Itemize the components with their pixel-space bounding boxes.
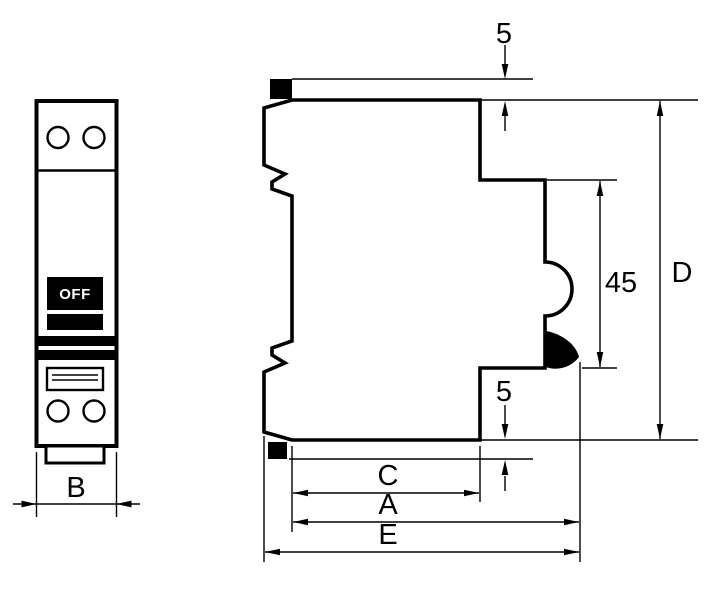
arrowhead [21,500,37,508]
dim-label-b: B [66,472,85,504]
terminal-screw-bottom-left [46,399,70,423]
front-stripe-upper [37,336,116,346]
terminal-clamp-bottom [268,442,287,459]
front-stripe-lower [37,350,116,360]
terminal-screw-top-right [82,125,106,150]
terminal-clamp-top [270,79,292,99]
dim-label-a: A [378,489,398,521]
arrowhead [464,489,479,497]
dim-label-top-5: 5 [496,18,512,50]
arrowhead [596,352,604,367]
dim-label-c: C [378,460,399,492]
din-clip-lever [546,331,579,369]
dimension-top-5: 5 [292,18,533,131]
side-profile-outline [262,98,574,442]
din-rail-tab [44,444,106,465]
toggle-base [47,314,103,330]
dimension-bottom-5: 5 [289,376,533,491]
dim-label-45: 45 [605,267,637,299]
arrowhead [116,500,132,508]
arrowhead [596,181,604,196]
dimension-b: B [13,452,140,517]
arrowhead [501,424,509,439]
dimension-a: A [293,362,581,562]
terminal-screw-top-left [46,125,70,150]
label-window [45,366,105,392]
arrowhead [265,548,280,556]
toggle-state-label: OFF [59,286,91,303]
dimension-c: C [291,446,481,532]
side-view [262,79,579,459]
dim-label-d: D [672,257,693,289]
toggle-switch [47,277,103,310]
arrowhead [656,101,664,116]
dimension-d: D [480,99,698,441]
arrowhead [293,518,308,526]
arrowhead [501,64,509,79]
arrowhead [564,548,579,556]
dim-label-bottom-5: 5 [496,376,512,408]
arrowhead [293,489,308,497]
arrowhead [501,460,509,475]
dim-label-e: E [378,519,397,551]
breaker-front-outline [34,99,119,448]
front-view: OFF [34,99,119,465]
arrowhead [564,518,579,526]
dimension-e: E [263,436,579,562]
arrowhead [656,424,664,439]
dimension-45: 45 [547,179,637,369]
terminal-screw-bottom-right [82,399,106,423]
arrowhead [501,101,509,116]
